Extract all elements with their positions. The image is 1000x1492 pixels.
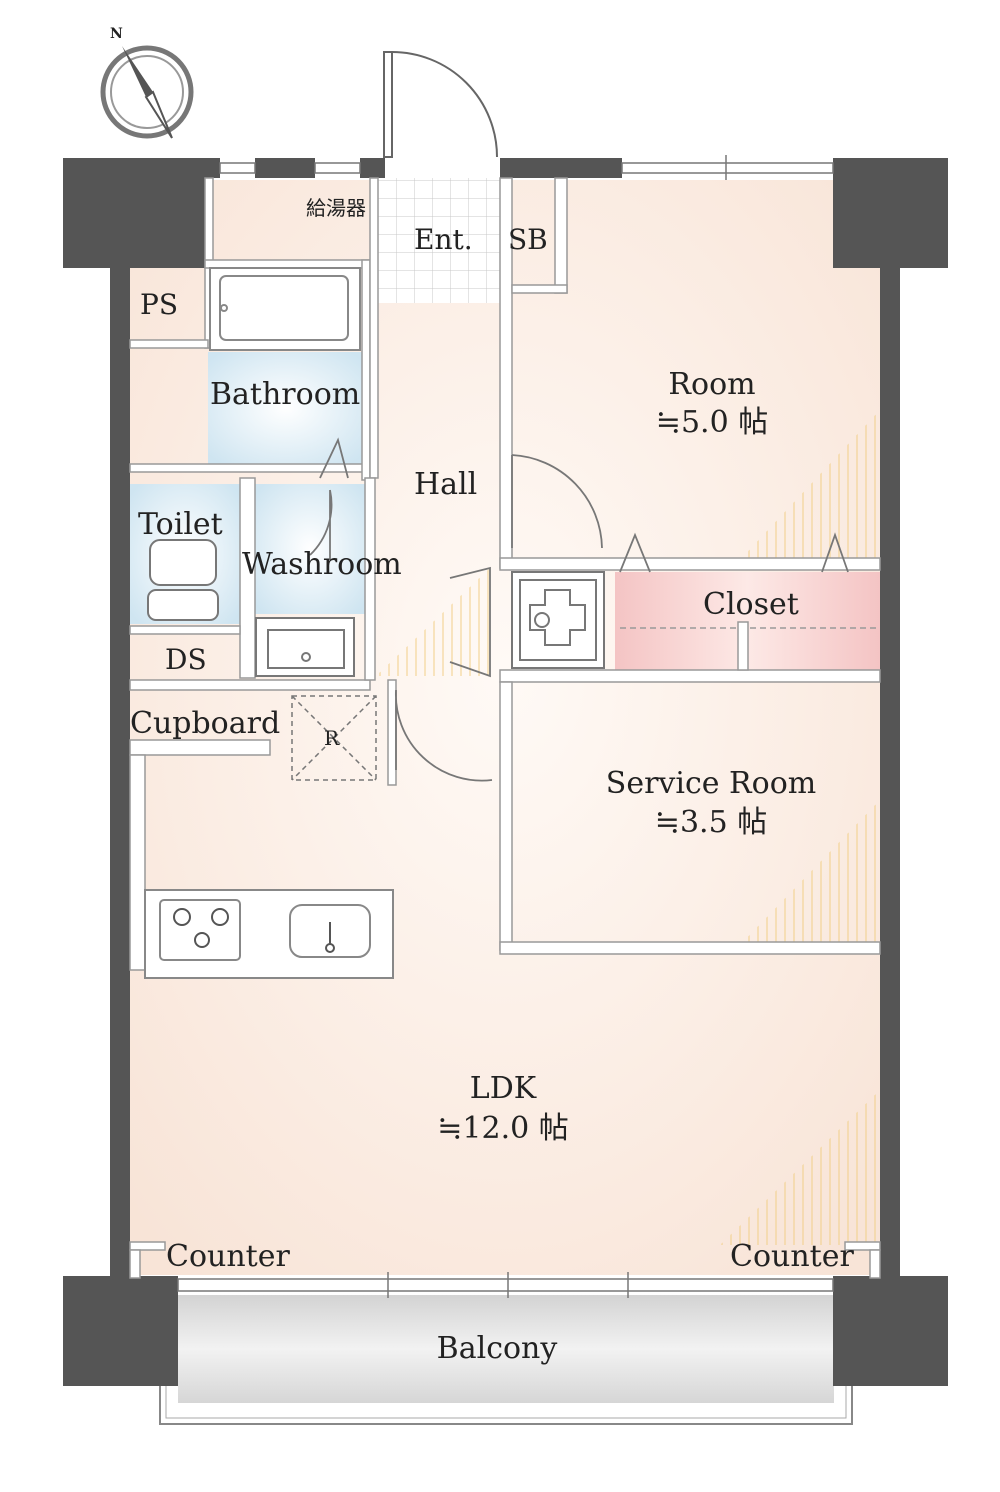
washing-machine-icon (511, 571, 605, 669)
washbasin-icon (255, 617, 355, 677)
interior-walls (129, 177, 881, 1279)
shoe-box-label: SB (508, 223, 548, 256)
windows (177, 162, 834, 1292)
duct-space-label: DS (165, 643, 207, 676)
sunlight-hatching (376, 410, 880, 1245)
ldk-name: LDK (469, 1071, 537, 1106)
counter-right-label: Counter (730, 1239, 854, 1274)
entrance-door (383, 51, 498, 158)
bathroom-label: Bathroom (210, 377, 361, 412)
balcony-floor (178, 1295, 834, 1403)
toilet-label: Toilet (138, 507, 223, 542)
washroom-floor (255, 484, 365, 614)
outer-walls (63, 158, 948, 1386)
room-name: Room (668, 367, 756, 402)
bathtub-icon (209, 267, 361, 351)
kitchen-counter (144, 889, 394, 979)
refrigerator-label: R (324, 726, 340, 750)
service-room-area: ≒3.5 帖 (654, 805, 768, 840)
sink-icon (325, 922, 335, 953)
hall-label: Hall (414, 467, 478, 502)
service-room-name: Service Room (605, 766, 817, 801)
counter-left-label: Counter (166, 1239, 290, 1274)
entrance-label: Ent. (414, 223, 473, 256)
ldk-area: ≒12.0 帖 (437, 1111, 569, 1146)
compass-icon (100, 45, 194, 139)
toilet-icon (147, 539, 219, 621)
stove-icon (173, 908, 229, 948)
refrigerator-space (291, 695, 377, 781)
closet-details (620, 621, 878, 671)
room-area: ≒5.0 帖 (655, 405, 769, 440)
closet-label: Closet (703, 587, 799, 622)
balcony-railing (159, 1386, 853, 1425)
entrance-floor (378, 178, 500, 303)
bathroom-floor (208, 352, 363, 464)
doors (309, 437, 849, 782)
washroom-label: Washroom (242, 547, 402, 582)
pipe-space-label: PS (140, 288, 179, 321)
water-heater-label: 給湯器 (306, 196, 366, 220)
compass-north-label: N (110, 26, 123, 42)
balcony-label: Balcony (436, 1331, 558, 1366)
cupboard-label: Cupboard (130, 706, 281, 741)
